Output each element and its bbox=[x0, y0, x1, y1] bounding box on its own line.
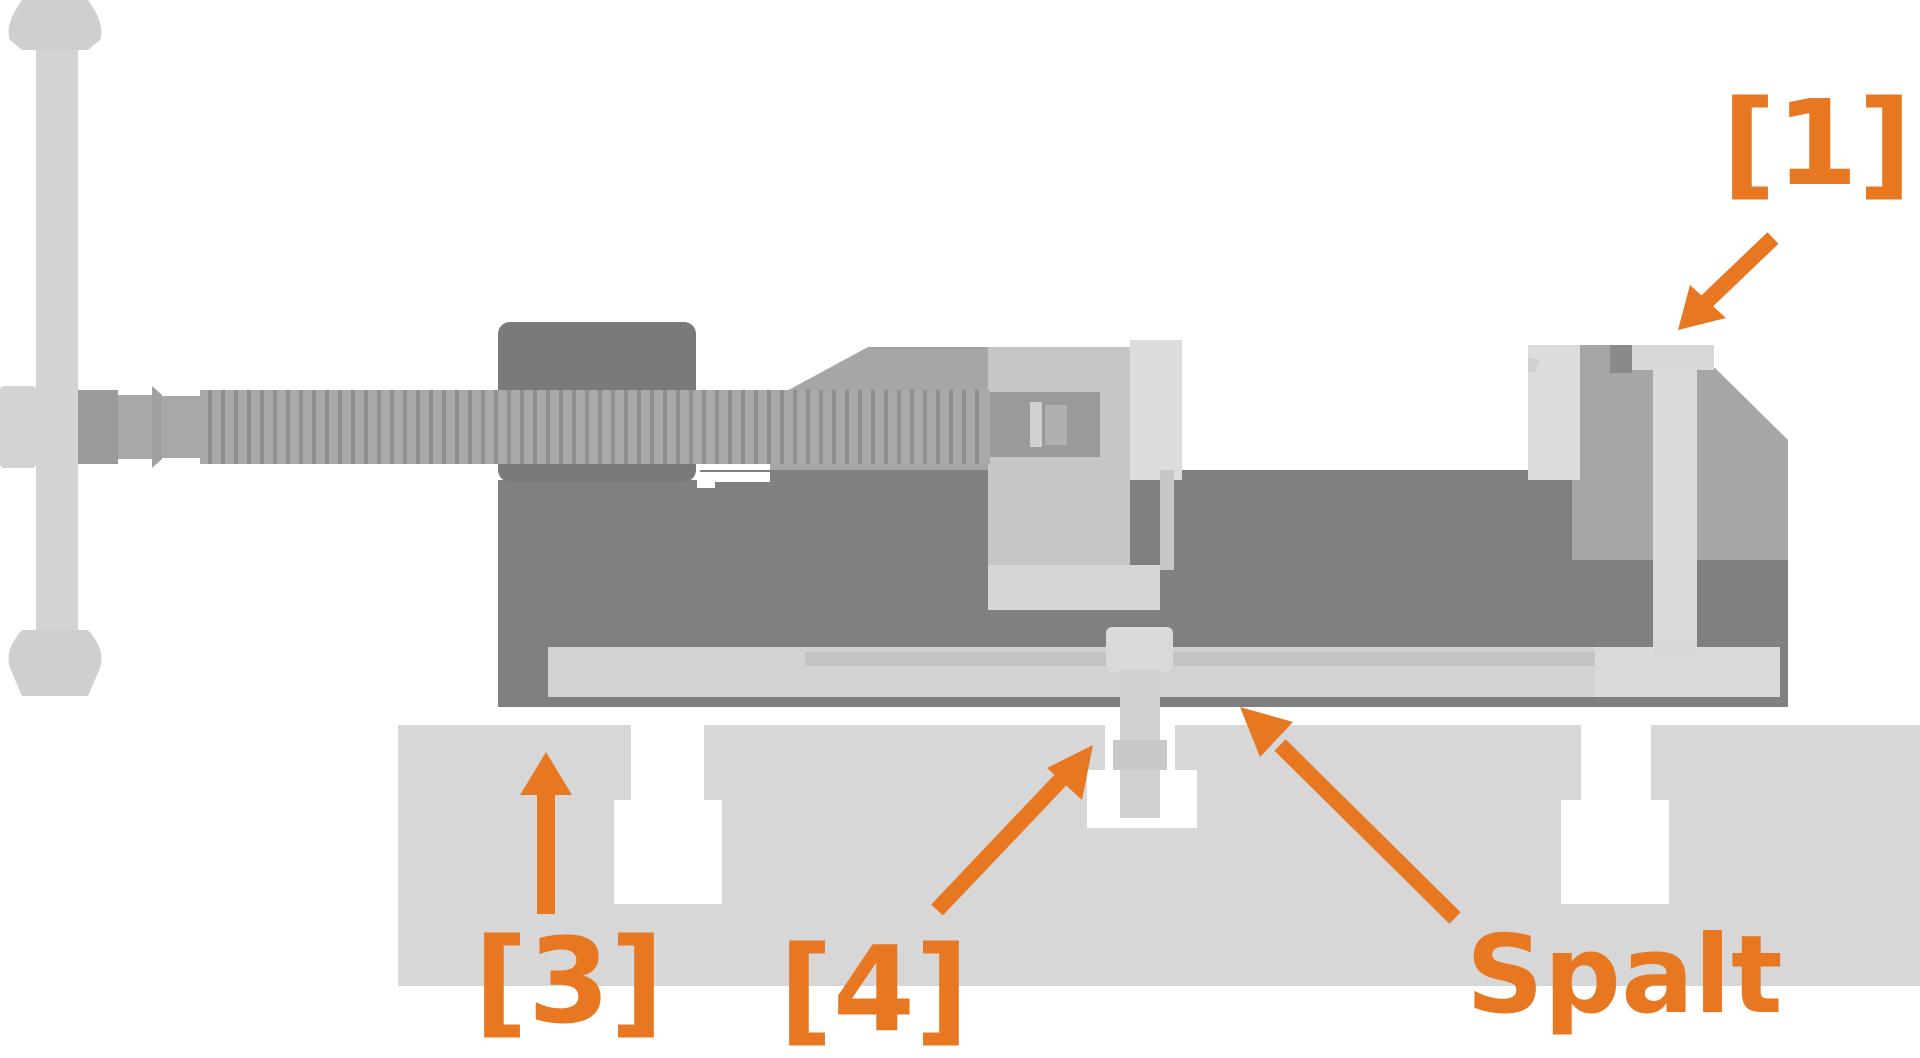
label-4: [4] bbox=[779, 920, 969, 1058]
t-slot-left bbox=[614, 725, 722, 904]
movable-jaw bbox=[770, 340, 1182, 610]
annotation-arrows bbox=[520, 232, 1779, 924]
fixed-jaw bbox=[1528, 345, 1788, 560]
screw-threads bbox=[208, 390, 979, 464]
label-spalt: Spalt bbox=[1466, 913, 1783, 1038]
label-1: [1] bbox=[1722, 74, 1912, 212]
t-slot-bolt bbox=[1106, 627, 1173, 818]
arrow-3-icon bbox=[520, 752, 572, 914]
arrow-4-icon bbox=[931, 745, 1093, 916]
hand-crank bbox=[0, 0, 102, 696]
lead-screw bbox=[78, 386, 990, 468]
arrow-spalt-icon bbox=[1240, 707, 1461, 924]
label-3: [3] bbox=[474, 912, 664, 1050]
t-slot-right bbox=[1561, 725, 1669, 904]
arrow-1-icon bbox=[1678, 232, 1779, 330]
clamping-bolt bbox=[1632, 345, 1714, 660]
